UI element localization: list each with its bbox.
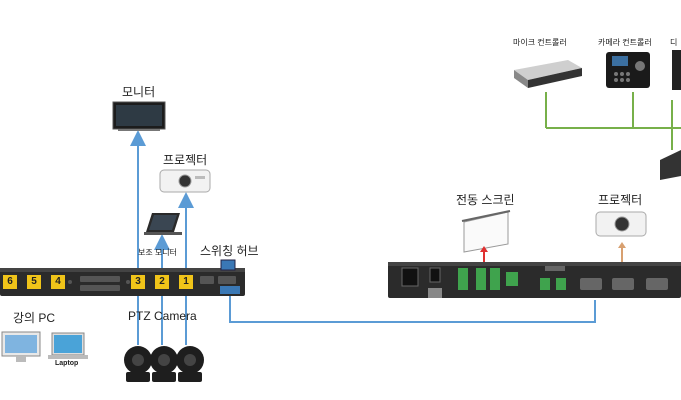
- electric-screen-icon: [461, 210, 511, 262]
- network-switch-icon: [660, 150, 681, 180]
- switching-hub-icon: [220, 259, 236, 271]
- ptz-camera-icons: [124, 346, 204, 382]
- network-cables: [545, 92, 681, 150]
- projector-left-label: 프로젝터: [163, 153, 208, 167]
- sub-monitor-icon: [144, 213, 182, 235]
- sub-monitor-label: 보조 모니터: [138, 248, 178, 257]
- camera-controller-label: 카메라 컨트롤러: [598, 38, 652, 47]
- port-badge-6: 6: [3, 275, 17, 289]
- lecture-pc-label: 강의 PC: [13, 311, 56, 325]
- port-badge-4: 4: [51, 275, 65, 289]
- port-badge-5: 5: [27, 275, 41, 289]
- switching-hub-label: 스위칭 허브: [200, 244, 259, 258]
- desktop-pc-icon: [1, 331, 41, 362]
- port-badge-1: 1: [179, 275, 193, 289]
- camera-controller-icon: [606, 52, 650, 88]
- laptop-icon: [48, 332, 88, 359]
- video-cables: [130, 130, 596, 323]
- display-device-icon: [672, 50, 681, 90]
- mic-controller-label: 마이크 컨트롤러: [513, 38, 567, 47]
- port-badge-2: 2: [155, 275, 169, 289]
- projector-right-icon: [595, 211, 647, 262]
- monitor-icon: [112, 101, 166, 131]
- ptz-camera-label: PTZ Camera: [128, 309, 197, 323]
- port-badge-3: 3: [131, 275, 145, 289]
- electric-screen-label: 전동 스크린: [456, 193, 515, 207]
- projector-left-icon: [159, 169, 211, 193]
- laptop-label: Laptop: [55, 360, 79, 367]
- mic-controller-icon: [514, 60, 582, 88]
- monitor-label: 모니터: [122, 85, 156, 99]
- camera-cables: [137, 293, 187, 345]
- projector-right-label: 프로젝터: [598, 193, 643, 207]
- cut-off-label: 디: [670, 38, 678, 47]
- main-controller-right: [388, 262, 681, 298]
